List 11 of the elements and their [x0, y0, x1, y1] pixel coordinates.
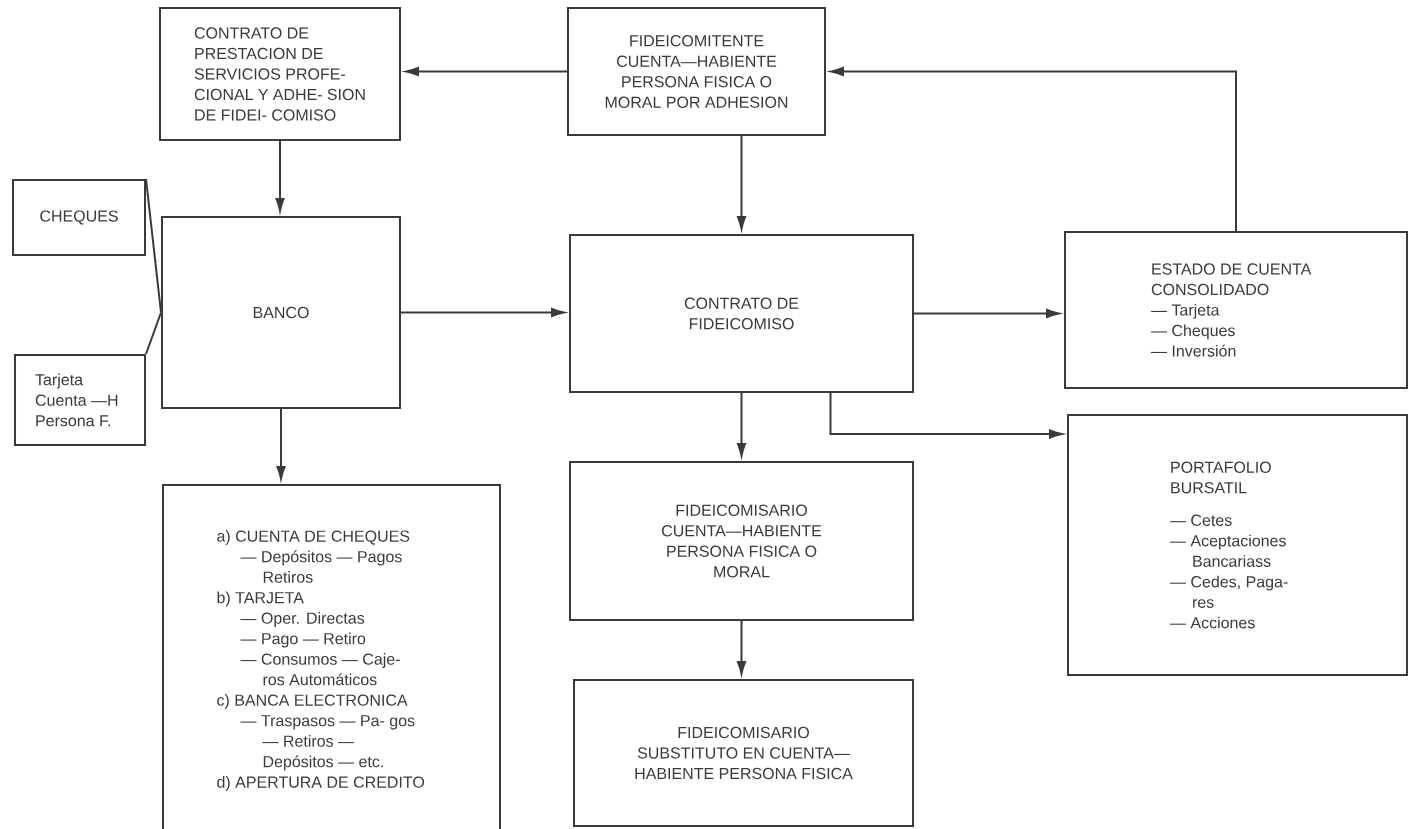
- process-box: CHEQUES: [12, 179, 146, 256]
- process-box: ESTADO DE CUENTA CONSOLIDADO — Tarjeta — Cheques — Inversión: [1064, 231, 1408, 389]
- process-box: PORTAFOLIO BURSATIL — Cetes — Aceptaciones Bancariass — Cedes, Paga- res — Acciones: [1067, 414, 1408, 676]
- process-box: CONTRATO DE FIDEICOMISO: [569, 234, 914, 393]
- process-box: FIDEICOMISARIO SUBSTITUTO EN CUENTA— HABIENTE PERSONA FISICA: [573, 679, 914, 827]
- process-box: BANCO: [161, 216, 401, 409]
- process-box: a) CUENTA DE CHEQUES — Depósitos — Pagos Retiros b) TARJETA — Oper. Directas — Pago — Retiro — Consumos — Caje- ros Automáticos c) BANCA ELECTRONICA — Traspasos — Pa- gos — Retiros — Depósitos — etc. d) APERTURA DE CREDITO: [162, 484, 501, 829]
- process-box: CONTRATO DE PRESTACION DE SERVICIOS PROFE- CIONAL Y ADHE- SION DE FIDEI- COMISO: [159, 7, 401, 141]
- process-box: FIDEICOMISARIO CUENTA—HABIENTE PERSONA FISICA O MORAL: [569, 461, 914, 621]
- process-box: FIDEICOMITENTE CUENTA—HABIENTE PERSONA FISICA O MORAL POR ADHESION: [567, 7, 826, 136]
- process-box: Tarjeta Cuenta —H Persona F.: [14, 354, 146, 446]
